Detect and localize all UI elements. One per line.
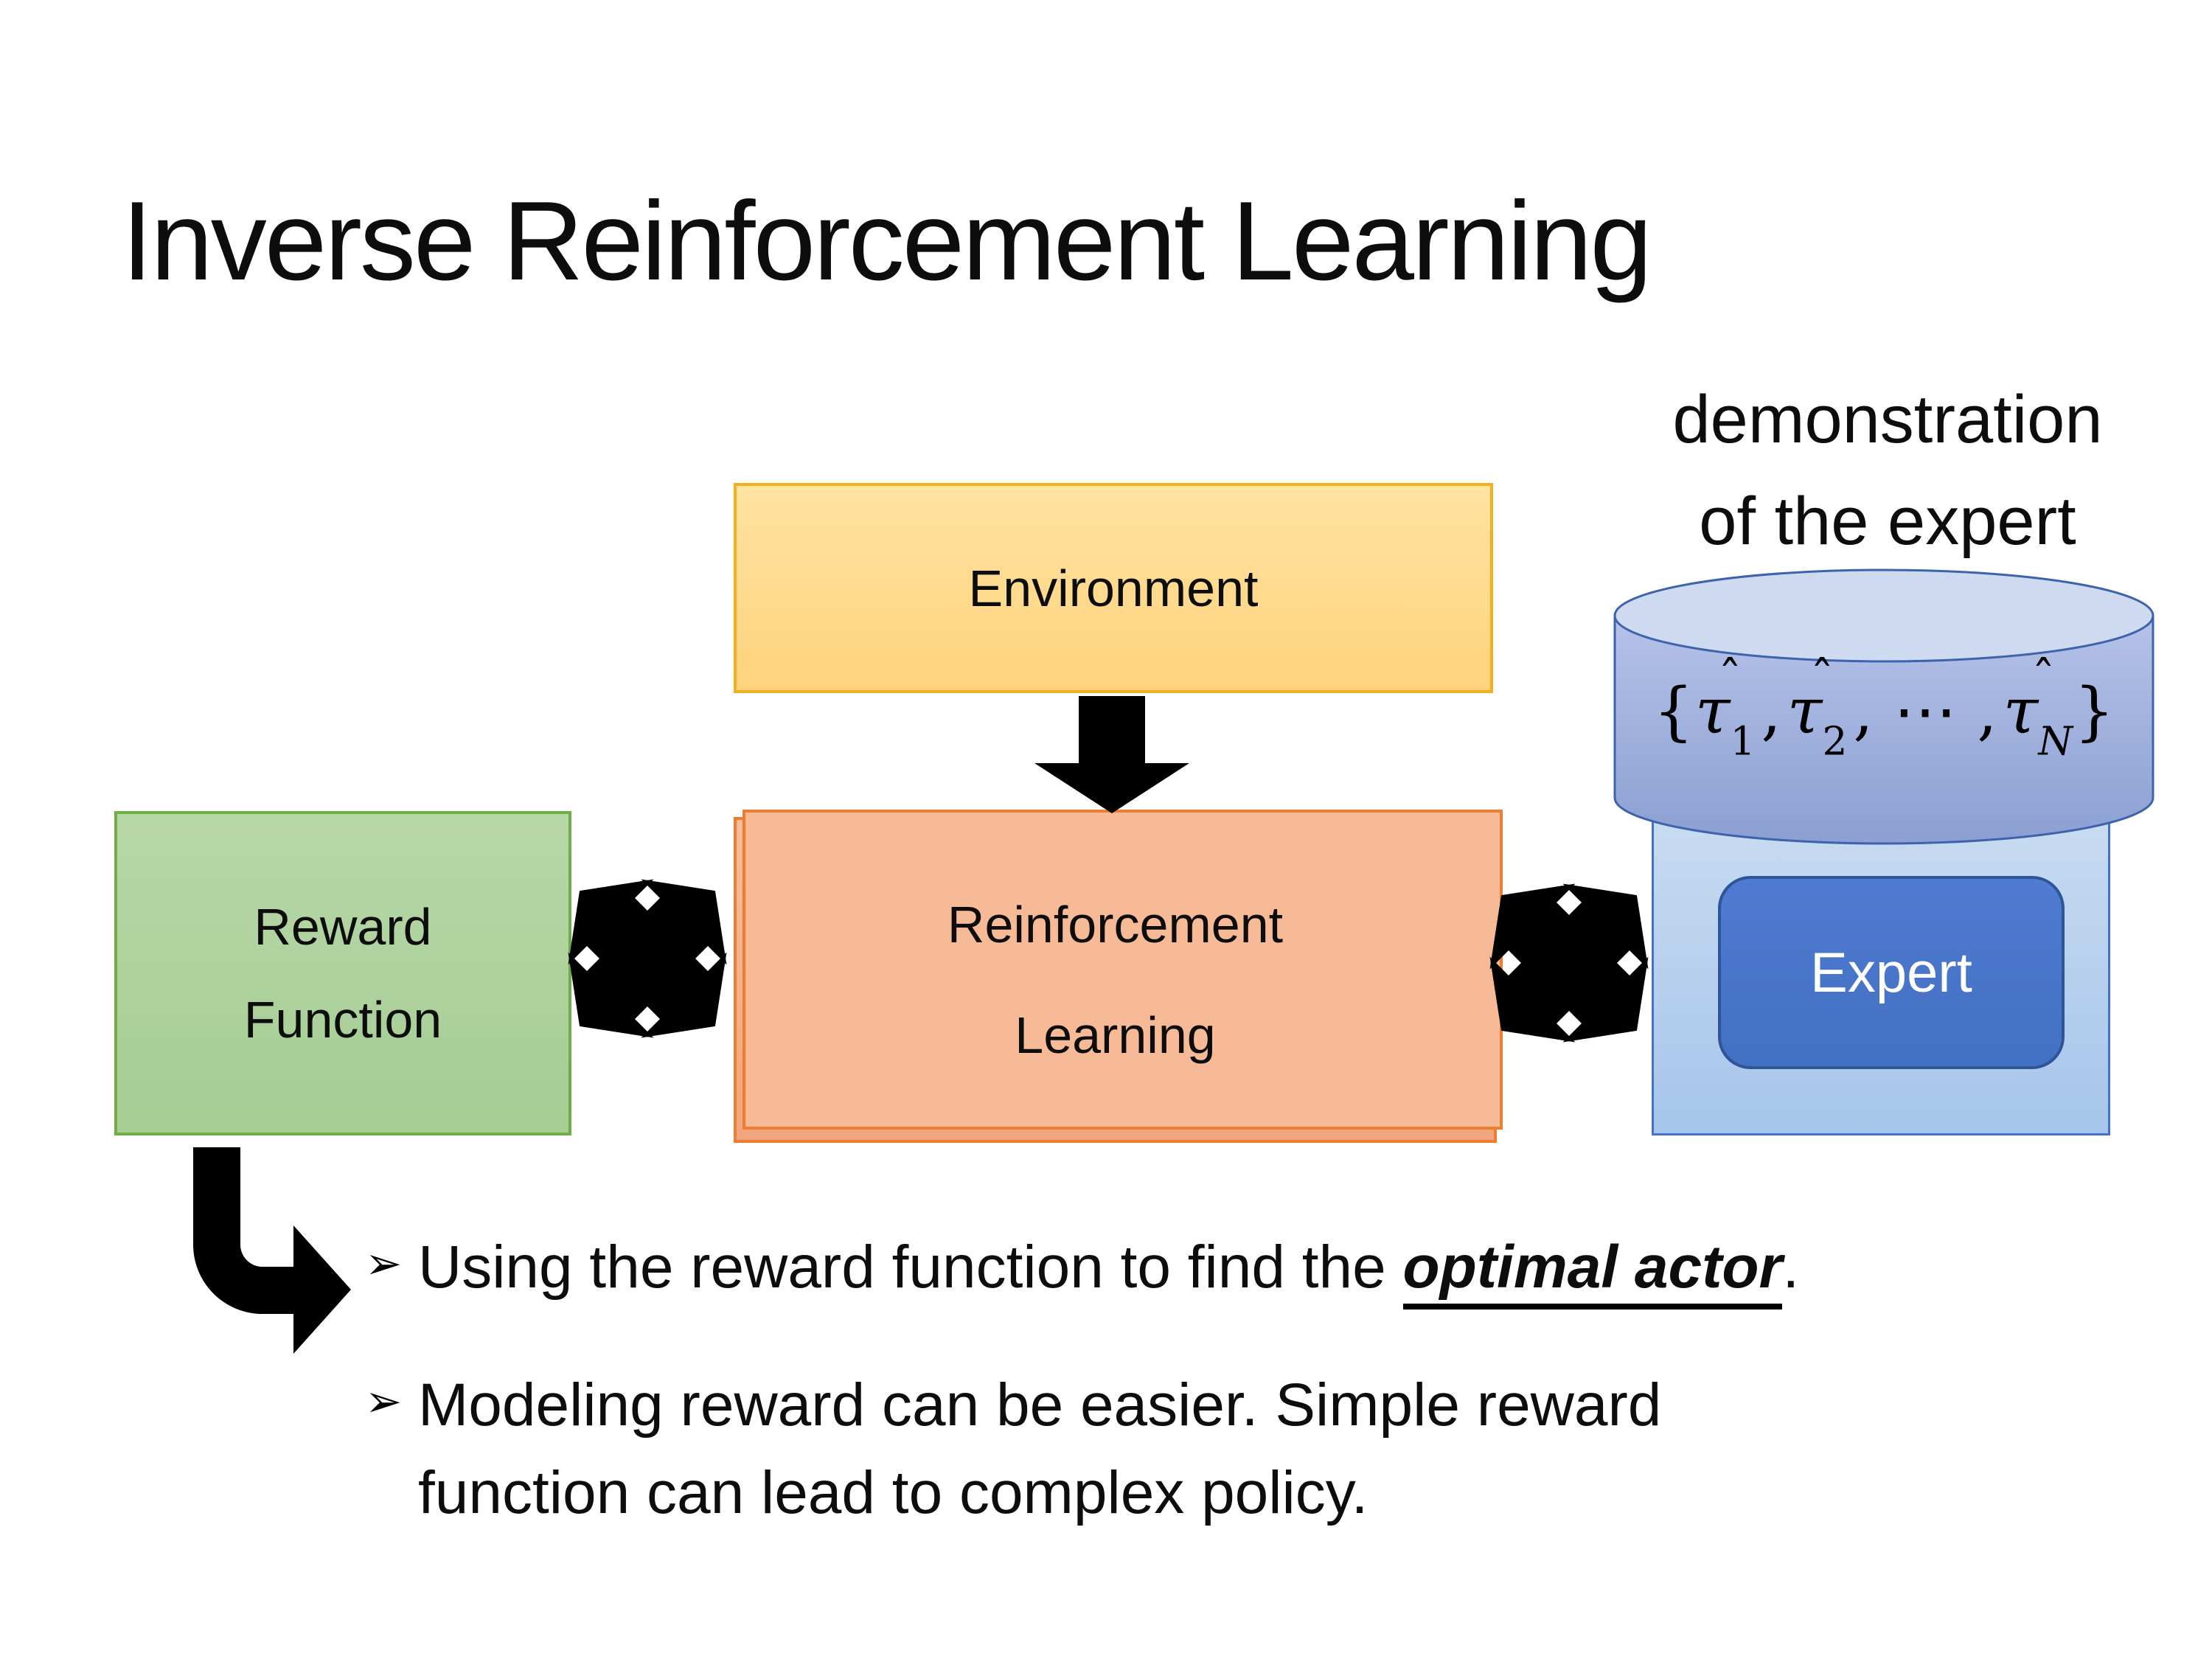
demonstration-caption-line2: of the expert [1699, 484, 2076, 559]
bullet-arrow-icon: ➢ [365, 1239, 403, 1288]
demonstration-caption: demonstration of the expert [1622, 369, 2153, 572]
page-title: Inverse Reinforcement Learning [122, 178, 1652, 304]
environment-box: Environment [734, 483, 1493, 693]
reward-function-label: Reward Function [243, 898, 442, 1048]
expert-label: Expert [1810, 941, 1972, 1004]
bullet-item-1: ➢ Using the reward function to find the … [365, 1224, 2098, 1312]
down-arrow [1034, 696, 1189, 813]
cylinder-body [1613, 614, 2154, 845]
environment-label: Environment [968, 559, 1259, 617]
demonstration-cylinder [1613, 568, 2154, 845]
expert-badge: Expert [1718, 876, 2065, 1069]
bullet-2-text: Modeling reward can be easier. Simple re… [418, 1371, 1662, 1526]
reinforcement-learning-label: Reinforcement Learning [947, 895, 1284, 1065]
bullet-arrow-icon: ➢ [365, 1376, 403, 1426]
reinforcement-learning-box: Reinforcement Learning [734, 810, 1503, 1143]
demonstration-caption-line1: demonstration [1672, 382, 2103, 457]
cylinder-top [1613, 568, 2154, 663]
reward-function-box: Reward Function [114, 811, 571, 1135]
bullet-list: ➢ Using the reward function to find the … [365, 1224, 2098, 1587]
bent-arrow [193, 1147, 351, 1354]
optimal-actor-emphasis: optimal actor [1402, 1234, 1783, 1310]
bullet-item-2: ➢ Modeling reward can be easier. Simple … [365, 1362, 2098, 1537]
bullet-1-text: Using the reward function to find the op… [418, 1224, 2098, 1312]
